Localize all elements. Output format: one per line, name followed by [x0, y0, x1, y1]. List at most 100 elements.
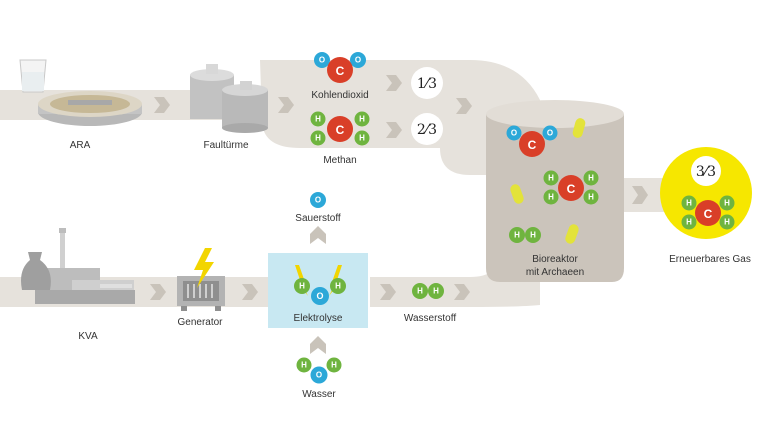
- atom-symbol: H: [588, 174, 594, 183]
- atom-symbol: H: [315, 134, 321, 143]
- hydrogen-atom: [509, 227, 525, 243]
- atom-symbol: O: [316, 371, 322, 380]
- fraction-text: 2⁄3: [417, 122, 437, 138]
- hydrogen-atom: [525, 227, 541, 243]
- atom-symbol: O: [355, 56, 361, 65]
- atom-symbol: H: [433, 287, 439, 296]
- water-molecule: H H O: [296, 357, 342, 384]
- electrolysis-unit: H H O Elektrolyse: [268, 253, 368, 328]
- atom-symbol: H: [530, 231, 536, 240]
- hydrogen-molecule: H H: [412, 283, 444, 299]
- atom-symbol: H: [299, 282, 305, 291]
- hydrogen-atom: [330, 278, 346, 294]
- oxygen-atom: [314, 52, 330, 68]
- flow-arrows: [150, 75, 648, 354]
- arrow-right-icon: [154, 97, 170, 113]
- oxygen-atom: [542, 125, 558, 141]
- hydrogen-atom: [543, 170, 559, 186]
- fraction-methane: 2⁄3: [411, 113, 443, 145]
- methan-label: Methan: [323, 155, 356, 166]
- oxygen-atom: [310, 366, 328, 384]
- arrow-right-icon: [386, 75, 402, 91]
- hydrogen-atom: [583, 189, 599, 205]
- atom-symbol: O: [511, 129, 517, 138]
- arrow-right-icon: [150, 284, 166, 300]
- atom-symbol: H: [315, 115, 321, 124]
- hydrogen-atom: [354, 111, 370, 127]
- sauerstoff-label: Sauerstoff: [295, 213, 341, 224]
- oxygen-molecule: O: [310, 192, 326, 208]
- arrow-right-icon: [380, 284, 396, 300]
- atom-symbol: O: [315, 196, 321, 205]
- hydrogen-atom: [296, 357, 312, 373]
- atom-symbol: O: [319, 56, 325, 65]
- hydrogen-atom: [428, 283, 444, 299]
- ara-station: ARA: [19, 59, 142, 151]
- hydrogen-atom: [412, 283, 428, 299]
- atom-symbol: H: [686, 218, 692, 227]
- hydrogen-atom: [310, 130, 326, 146]
- digester-towers-icon: [190, 64, 268, 133]
- carbon-atom: [558, 175, 584, 201]
- archaea-cell: [572, 118, 586, 138]
- renewable-gas-output: 3⁄3 H H H H C: [660, 147, 752, 239]
- gas-pipe-upper: [260, 60, 540, 175]
- atom-symbol: O: [547, 129, 553, 138]
- atom-symbol: C: [567, 182, 576, 196]
- atom-symbol: H: [548, 193, 554, 202]
- atom-symbol: H: [359, 134, 365, 143]
- oxygen-atom: [350, 52, 366, 68]
- atom-symbol: H: [335, 282, 341, 291]
- oxygen-atom: [506, 125, 522, 141]
- hydrogen-atom: [310, 111, 326, 127]
- bioreactor: O O C H H H H C H H Bioreaktor mit Archa…: [486, 100, 624, 282]
- atom-symbol: H: [301, 361, 307, 370]
- atom-symbol: C: [528, 138, 537, 152]
- atom-symbol: H: [724, 218, 730, 227]
- carbon-atom: [695, 200, 721, 226]
- atom-symbol: H: [588, 193, 594, 202]
- atom-symbol: C: [336, 64, 345, 78]
- arrow-up-icon: [310, 336, 326, 354]
- faultuerme-label: Faultürme: [203, 140, 248, 151]
- atom-symbol: H: [417, 287, 423, 296]
- oxygen-atom: [310, 192, 326, 208]
- bioreaktor-label: Bioreaktor: [532, 254, 578, 265]
- generator-label: Generator: [177, 317, 223, 328]
- incinerator-plant-icon: [35, 228, 135, 304]
- arrow-right-icon: [456, 98, 472, 114]
- archaea-cell: [565, 224, 579, 244]
- atom-symbol: C: [704, 207, 713, 221]
- hydrogen-atom: [294, 278, 310, 294]
- fraction-co2: 1⁄3: [411, 67, 443, 99]
- hydrogen-atom: [719, 195, 735, 211]
- hydrogen-atom: [719, 214, 735, 230]
- fraction-text: 1⁄3: [417, 76, 437, 92]
- kva-label: KVA: [78, 331, 98, 342]
- oxygen-atom: [311, 287, 329, 305]
- arrow-up-icon: [310, 226, 326, 244]
- atom-symbol: O: [316, 291, 323, 301]
- ara-label: ARA: [70, 140, 91, 151]
- carbon-atom: [327, 116, 353, 142]
- methane-molecule: H H H H C: [310, 111, 370, 146]
- hydrogen-atom: [681, 195, 697, 211]
- carbon-atom: [519, 131, 545, 157]
- bioreaktor-sublabel: mit Archaeen: [526, 267, 584, 278]
- arrow-right-icon: [386, 122, 402, 138]
- carbon-atom: [327, 57, 353, 83]
- wasserstoff-label: Wasserstoff: [404, 313, 456, 324]
- hydrogen-atom: [354, 130, 370, 146]
- atom-symbol: H: [548, 174, 554, 183]
- co2-molecule: O O C: [314, 52, 366, 83]
- erneuerbares-gas-label: Erneuerbares Gas: [669, 254, 751, 265]
- arrow-right-icon: [632, 186, 648, 204]
- wasser-label: Wasser: [302, 389, 336, 400]
- water-glass-icon: [19, 59, 47, 93]
- arrow-right-icon: [242, 284, 258, 300]
- hydrogen-atom: [681, 214, 697, 230]
- atom-symbol: H: [359, 115, 365, 124]
- archaea-cell: [510, 184, 524, 204]
- arrow-right-icon: [454, 284, 470, 300]
- atom-symbol: H: [686, 199, 692, 208]
